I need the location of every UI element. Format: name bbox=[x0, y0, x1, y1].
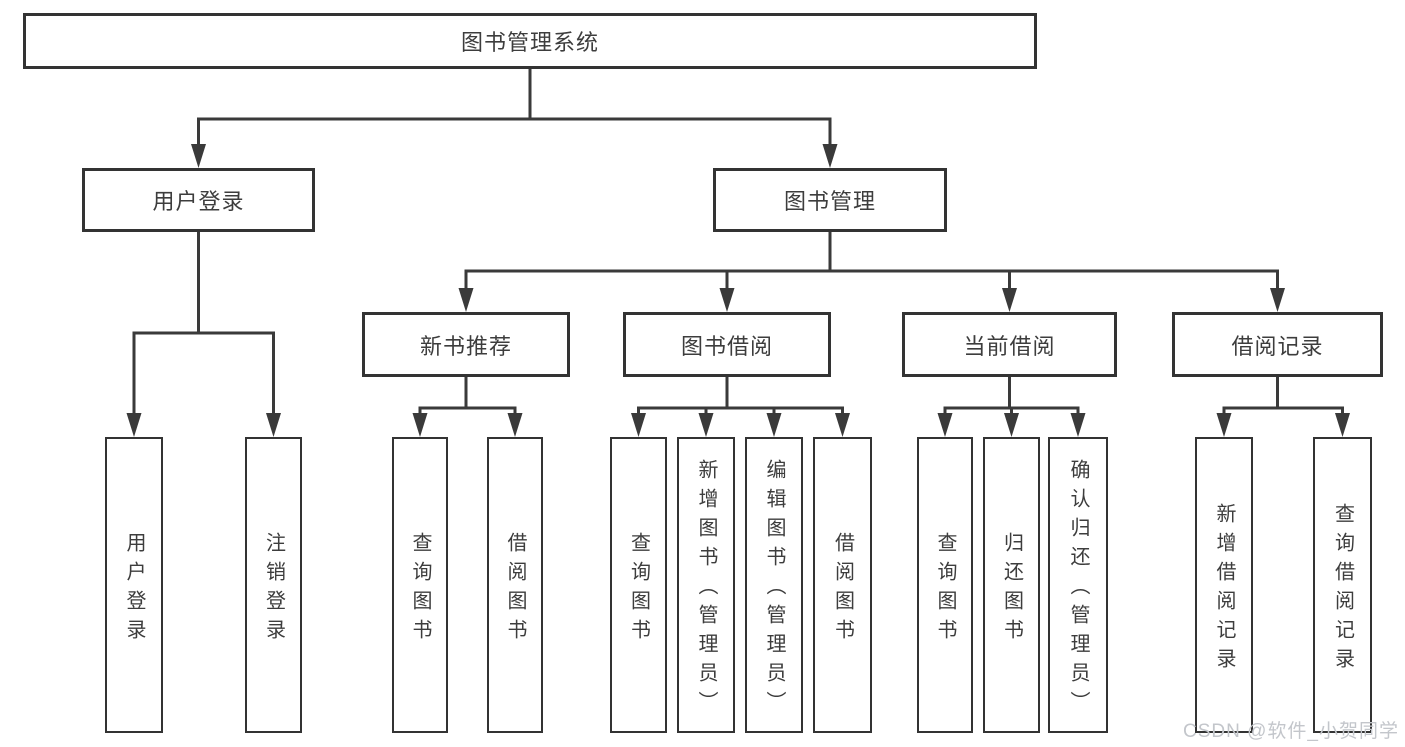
leaf-records-add-record: 新增借阅记录 bbox=[1195, 437, 1253, 733]
leaf-current-return-books: 归还图书 bbox=[983, 437, 1040, 733]
node-book-borrow: 图书借阅 bbox=[623, 312, 831, 377]
node-current-borrow: 当前借阅 bbox=[902, 312, 1117, 377]
leaf-label: 归还图书 bbox=[1000, 531, 1023, 648]
arrowhead bbox=[412, 413, 428, 437]
leaf-label: 新增借阅记录 bbox=[1213, 502, 1235, 677]
leaf-label: 查询图书 bbox=[627, 531, 650, 648]
leaf-borrow-edit-books-admin: 编辑图书（管理员） bbox=[745, 437, 803, 733]
leaf-current-query-books: 查询图书 bbox=[917, 437, 973, 733]
arrowhead bbox=[1270, 288, 1285, 312]
node-book-management: 图书管理 bbox=[713, 168, 947, 232]
node-label: 新书推荐 bbox=[419, 333, 512, 359]
arrowhead bbox=[631, 413, 646, 437]
leaf-label: 注销登录 bbox=[262, 531, 285, 648]
arrowhead bbox=[1004, 413, 1019, 437]
node-borrow-records: 借阅记录 bbox=[1172, 312, 1383, 377]
leaf-label: 新增图书（管理员） bbox=[695, 459, 717, 720]
csdn-watermark: CSDN @软件_小贺同学 bbox=[1183, 721, 1399, 742]
leaf-label: 借阅图书 bbox=[504, 531, 526, 648]
arrowhead bbox=[719, 288, 735, 312]
arrowhead bbox=[266, 413, 281, 437]
leaf-user-login: 用户登录 bbox=[105, 437, 163, 733]
node-label: 用户登录 bbox=[152, 189, 245, 214]
arrowhead bbox=[766, 413, 782, 437]
arrowhead bbox=[698, 413, 714, 437]
node-label: 图书管理系统 bbox=[460, 30, 599, 55]
arrowhead bbox=[191, 144, 206, 168]
node-user-login: 用户登录 bbox=[82, 168, 315, 232]
leaf-label: 确认归还（管理员） bbox=[1067, 459, 1089, 720]
arrowhead bbox=[937, 413, 953, 437]
node-label: 当前借阅 bbox=[963, 333, 1056, 359]
leaf-borrow-query-books: 查询图书 bbox=[610, 437, 667, 733]
arrowhead bbox=[458, 288, 474, 312]
leaf-borrow-borrow-books: 借阅图书 bbox=[813, 437, 872, 733]
leaf-label: 借阅图书 bbox=[831, 531, 854, 648]
arrowhead bbox=[126, 413, 142, 437]
leaf-label: 查询借阅记录 bbox=[1331, 502, 1354, 677]
leaf-label: 查询图书 bbox=[409, 531, 431, 648]
node-new-book-recommend: 新书推荐 bbox=[362, 312, 570, 377]
leaf-newbook-query-books: 查询图书 bbox=[392, 437, 448, 733]
leaf-records-query-record: 查询借阅记录 bbox=[1313, 437, 1372, 733]
arrowhead bbox=[835, 413, 850, 437]
arrowhead bbox=[1070, 413, 1086, 437]
leaf-borrow-add-books-admin: 新增图书（管理员） bbox=[677, 437, 735, 733]
arrowhead bbox=[1216, 413, 1232, 437]
node-label: 图书管理 bbox=[783, 189, 876, 214]
node-library-management-system: 图书管理系统 bbox=[23, 13, 1037, 69]
leaf-newbook-borrow-books: 借阅图书 bbox=[487, 437, 543, 733]
leaf-label: 用户登录 bbox=[123, 531, 145, 648]
arrowhead bbox=[1335, 413, 1350, 437]
leaf-logout: 注销登录 bbox=[245, 437, 302, 733]
arrowhead bbox=[822, 144, 838, 168]
arrowhead bbox=[507, 413, 523, 437]
node-label: 图书借阅 bbox=[680, 333, 773, 359]
arrowhead bbox=[1002, 288, 1017, 312]
leaf-current-confirm-return-admin: 确认归还（管理员） bbox=[1048, 437, 1108, 733]
node-label: 借阅记录 bbox=[1231, 333, 1324, 359]
leaf-label: 编辑图书（管理员） bbox=[763, 459, 785, 720]
leaf-label: 查询图书 bbox=[934, 531, 956, 648]
